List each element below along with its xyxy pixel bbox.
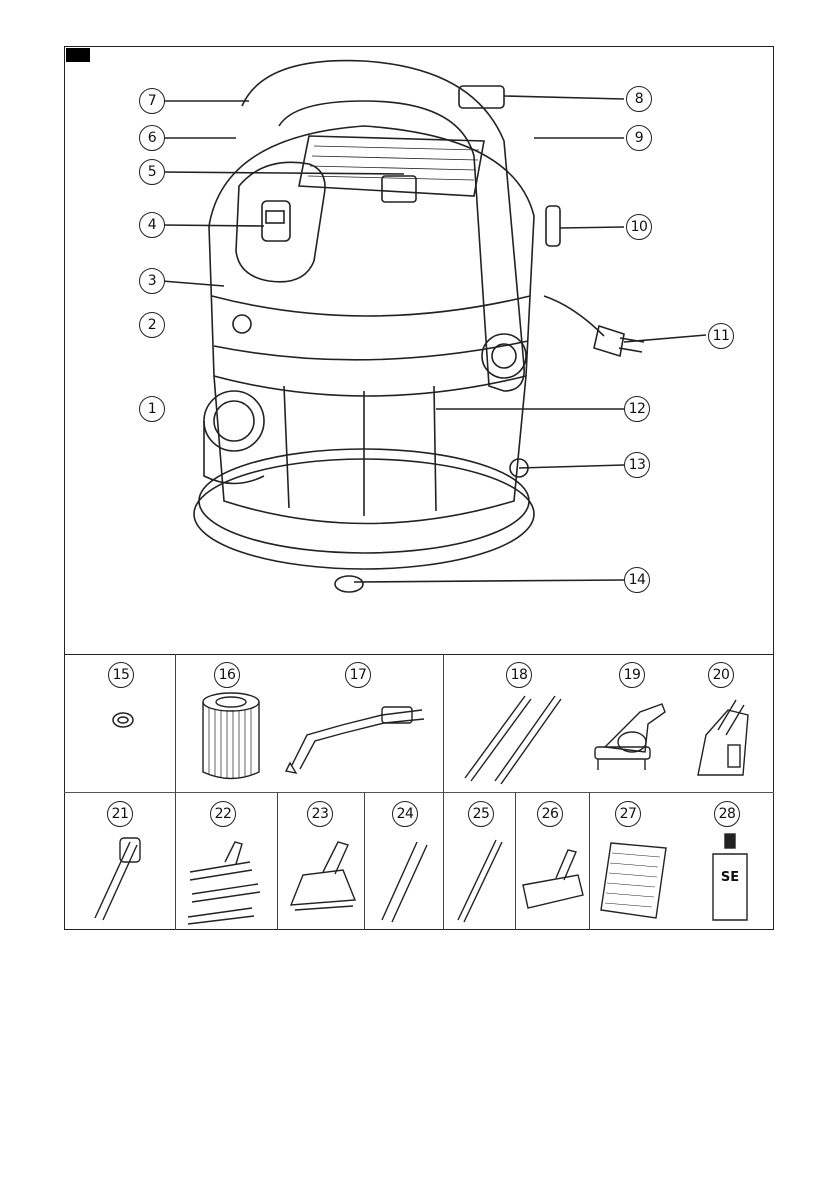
col-divider [443, 792, 444, 930]
callout-17: 17 [345, 662, 371, 688]
row-divider-middle [64, 792, 774, 793]
callout-5: 5 [139, 159, 165, 185]
callout-4: 4 [139, 212, 165, 238]
callout-16: 16 [214, 662, 240, 688]
callout-2: 2 [139, 312, 165, 338]
brush-set-icon [180, 832, 275, 927]
upholstery-nozzle-icon [590, 692, 670, 782]
filter-cartridge-icon [196, 690, 266, 785]
callout-10: 10 [626, 214, 652, 240]
instruction-sheet-icon [596, 838, 671, 923]
callout-6: 6 [139, 125, 165, 151]
col-divider [515, 792, 516, 930]
ring-seal-icon [108, 705, 138, 735]
callout-11: 11 [708, 323, 734, 349]
callout-28: 28 [714, 801, 740, 827]
callout-18: 18 [506, 662, 532, 688]
row-divider-top [64, 654, 774, 655]
col-divider [364, 792, 365, 930]
callout-22: 22 [210, 801, 236, 827]
callout-12: 12 [624, 396, 650, 422]
callout-24: 24 [392, 801, 418, 827]
bottle-label-text: SE [713, 870, 747, 885]
spray-lance-icon [85, 830, 155, 925]
col-divider [443, 654, 444, 792]
callout-14: 14 [624, 567, 650, 593]
callout-19: 19 [619, 662, 645, 688]
callout-26: 26 [537, 801, 563, 827]
callout-13: 13 [624, 452, 650, 478]
callout-25: 25 [468, 801, 494, 827]
crevice-nozzle-stand-icon [688, 690, 763, 785]
col-divider [175, 654, 176, 792]
callout-21: 21 [107, 801, 133, 827]
col-divider [589, 792, 590, 930]
callout-3: 3 [139, 268, 165, 294]
narrow-tube-icon [448, 830, 513, 925]
extension-tubes-icon [455, 688, 575, 788]
hose-handle-icon [282, 695, 432, 775]
callout-20: 20 [708, 662, 734, 688]
crevice-tool-icon [372, 830, 442, 925]
col-divider [175, 792, 176, 930]
callout-23: 23 [307, 801, 333, 827]
floor-nozzle-icon [283, 830, 363, 925]
callout-1: 1 [139, 396, 165, 422]
callout-15: 15 [108, 662, 134, 688]
col-divider [277, 792, 278, 930]
callout-27: 27 [615, 801, 641, 827]
vacuum-cleaner-illustration [64, 46, 774, 654]
wet-floor-nozzle-icon [518, 840, 588, 920]
callout-9: 9 [626, 125, 652, 151]
callout-8: 8 [626, 86, 652, 112]
callout-7: 7 [139, 88, 165, 114]
